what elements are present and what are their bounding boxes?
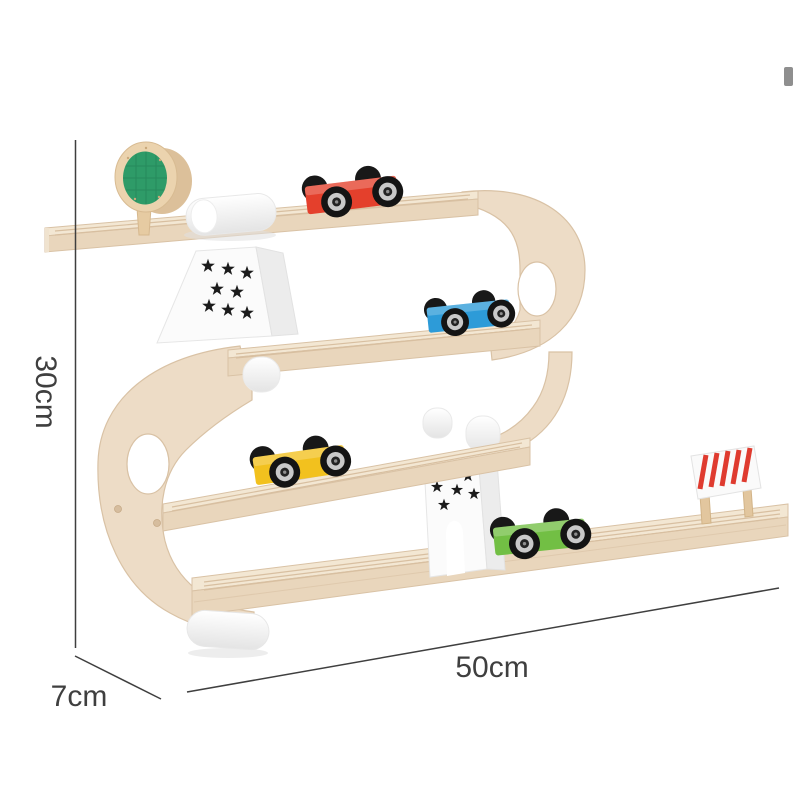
tunnel-cylinder — [184, 193, 277, 241]
star-support-lower — [423, 454, 506, 578]
frame-hole-left — [126, 433, 170, 495]
ramp-frame — [97, 190, 586, 633]
tree-grid-texture — [123, 151, 167, 205]
screw-dot — [153, 519, 161, 527]
length-dimension-label: 50cm — [455, 651, 529, 684]
third-track — [162, 437, 531, 532]
tree-sign — [114, 141, 192, 236]
screw-dot — [114, 505, 122, 513]
toy-car-green — [489, 508, 592, 560]
depth-dimension-line — [74, 655, 162, 700]
wood-speckles — [126, 146, 162, 201]
left-curve — [97, 345, 255, 633]
track-end-cap — [242, 356, 281, 393]
star-support-upper — [156, 246, 299, 344]
roller-end-cap — [186, 609, 270, 651]
barrier-stripes — [697, 447, 753, 490]
scroll-thumb[interactable] — [784, 67, 793, 86]
dimension-lines — [74, 140, 780, 700]
track-end-cap — [422, 407, 453, 439]
depth-dimension-label: 7cm — [50, 680, 108, 713]
frame-hole-right — [517, 261, 557, 317]
toy-car-red — [301, 165, 404, 218]
toy-car-yellow — [249, 435, 352, 488]
floor-shadow — [188, 648, 268, 658]
toy-car-blue — [423, 290, 516, 337]
length-dimension-line — [186, 587, 780, 693]
height-dimension-label: 30cm — [29, 355, 62, 429]
finish-barrier — [690, 445, 762, 525]
